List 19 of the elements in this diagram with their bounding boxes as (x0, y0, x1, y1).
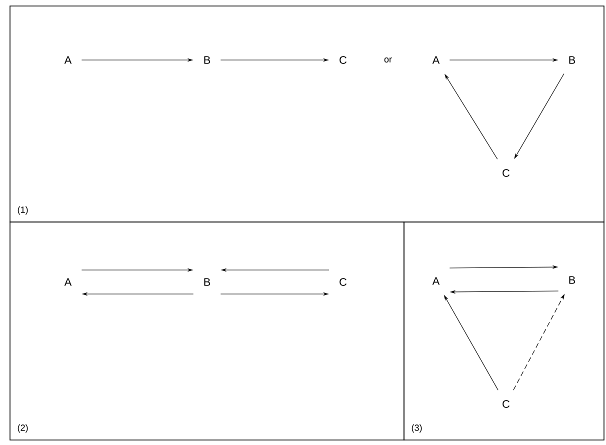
node-letter: A (432, 277, 440, 285)
node-letter: B (569, 276, 576, 284)
panel-number: (3) (412, 424, 422, 433)
panel (10, 222, 404, 440)
node-letter: C (340, 56, 347, 64)
node-letter: A (64, 278, 72, 286)
node-letter: B (204, 56, 210, 64)
panel-number: (1) (18, 206, 28, 215)
node-letter: A (432, 56, 440, 64)
node-letter: B (204, 278, 210, 286)
node-letter: A (64, 56, 72, 64)
node-letter: C (502, 169, 510, 177)
node-letter: B (569, 56, 576, 64)
node-letter: C (340, 278, 347, 286)
node-letter: C (502, 400, 510, 408)
panel-number: (2) (18, 424, 28, 433)
panel (10, 6, 604, 222)
panel (404, 222, 604, 440)
connector-word: or (384, 58, 392, 62)
